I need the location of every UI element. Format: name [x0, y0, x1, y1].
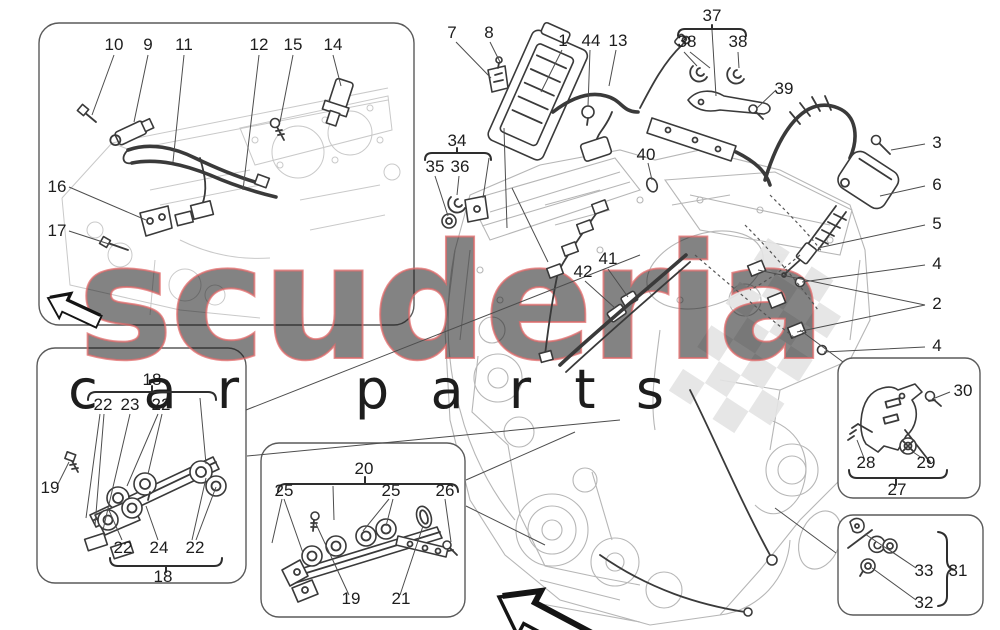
clamp-grommet-34	[441, 195, 489, 229]
callout-38: 38	[729, 32, 748, 51]
callout-25: 25	[275, 481, 294, 500]
rail-assembly-18	[64, 451, 227, 560]
orientation-arrow-small	[46, 291, 103, 329]
callout-34: 34	[448, 131, 467, 150]
callout-44: 44	[582, 31, 601, 50]
watermark-letter-a-1: a	[143, 358, 176, 421]
flag-check	[748, 389, 785, 426]
watermark-letter-c-0: c	[68, 358, 98, 421]
watermark-letter-a-4: a	[430, 358, 463, 421]
watermark-letter-r-2: r	[217, 358, 240, 421]
bracket-assembly-27	[847, 383, 942, 463]
flag-check	[797, 266, 834, 303]
callout-12: 12	[250, 35, 269, 54]
detail-box-rail-18	[36, 347, 247, 584]
flag-check	[704, 361, 741, 398]
flag-check	[668, 368, 705, 405]
watermark-letter-t-6: t	[574, 358, 595, 421]
watermark-letter-r-5: r	[509, 358, 532, 421]
cable-clamp-44	[581, 105, 595, 119]
callout-11: 11	[175, 35, 193, 54]
callout-5: 5	[932, 214, 941, 233]
callout-3: 3	[932, 133, 941, 152]
leader-lines	[56, 29, 951, 601]
callout-36: 36	[451, 157, 470, 176]
callout-18: 18	[154, 567, 173, 586]
callout-19: 19	[342, 589, 361, 608]
flag-check	[733, 317, 770, 354]
callout-24: 24	[150, 538, 169, 557]
support-bracket-37	[687, 65, 771, 120]
callout-17: 17	[48, 221, 67, 240]
callout-22: 22	[94, 395, 113, 414]
callout-30: 30	[954, 381, 973, 400]
callout-23: 23	[121, 395, 140, 414]
callout-8: 8	[484, 23, 493, 42]
callout-42: 42	[574, 262, 593, 281]
callout-10: 10	[105, 35, 124, 54]
watermark-letter-s-7: s	[636, 358, 664, 421]
spark-plug	[781, 242, 818, 278]
callout-29: 29	[917, 453, 936, 472]
callout-16: 16	[48, 177, 67, 196]
watermark-scuderia: scuderia	[78, 209, 823, 396]
flag-check	[776, 345, 813, 382]
ignition-coil	[837, 150, 900, 210]
group-brackets	[87, 24, 955, 607]
orientation-arrow-large	[496, 587, 598, 630]
callout-26: 26	[436, 481, 455, 500]
callout-9: 9	[143, 35, 152, 54]
callout-14: 14	[324, 35, 343, 54]
callout-22: 22	[186, 538, 205, 557]
flag-check	[805, 302, 842, 339]
clip-7-8	[487, 56, 509, 93]
callout-35: 35	[426, 157, 445, 176]
detail-box-sensors	[38, 22, 415, 326]
callout-19: 19	[41, 478, 60, 497]
callout-6: 6	[932, 175, 941, 194]
callout-33: 33	[915, 561, 934, 580]
flag-check	[740, 353, 777, 390]
pressure-sensor	[321, 77, 354, 127]
detail-boxes	[36, 22, 984, 618]
ecu-and-harness	[441, 21, 900, 617]
watermark-letter-p-3: p	[355, 358, 389, 421]
timing-sensor-parts	[76, 77, 354, 251]
flag-check	[712, 397, 749, 434]
callout-25: 25	[382, 481, 401, 500]
callout-2: 2	[932, 294, 941, 313]
callout-39: 39	[775, 79, 794, 98]
callout-13: 13	[609, 31, 628, 50]
rail-assembly-20	[281, 505, 458, 603]
rpm-sensor	[109, 117, 155, 147]
callout-38: 38	[678, 32, 697, 51]
coil-bolt	[877, 141, 891, 155]
callout-37: 37	[703, 6, 722, 25]
callout-32: 32	[915, 593, 934, 612]
callout-4: 4	[932, 254, 941, 273]
callout-1: 1	[558, 31, 567, 50]
ecu	[487, 21, 589, 161]
callout-22: 22	[114, 538, 133, 557]
clip-assembly-31	[847, 517, 898, 577]
callout-4: 4	[932, 336, 941, 355]
callout-22: 22	[152, 395, 171, 414]
callout-21: 21	[392, 589, 411, 608]
callout-7: 7	[447, 23, 456, 42]
callout-28: 28	[857, 453, 876, 472]
callout-40: 40	[637, 145, 656, 164]
callout-15: 15	[284, 35, 303, 54]
callout-27: 27	[888, 480, 907, 499]
flag-check	[697, 325, 734, 362]
callout-20: 20	[355, 459, 374, 478]
sensor-40	[645, 177, 659, 193]
callout-31: 31	[949, 561, 968, 580]
callout-18: 18	[143, 370, 162, 389]
flag-check	[725, 281, 762, 318]
callout-41: 41	[599, 249, 618, 268]
